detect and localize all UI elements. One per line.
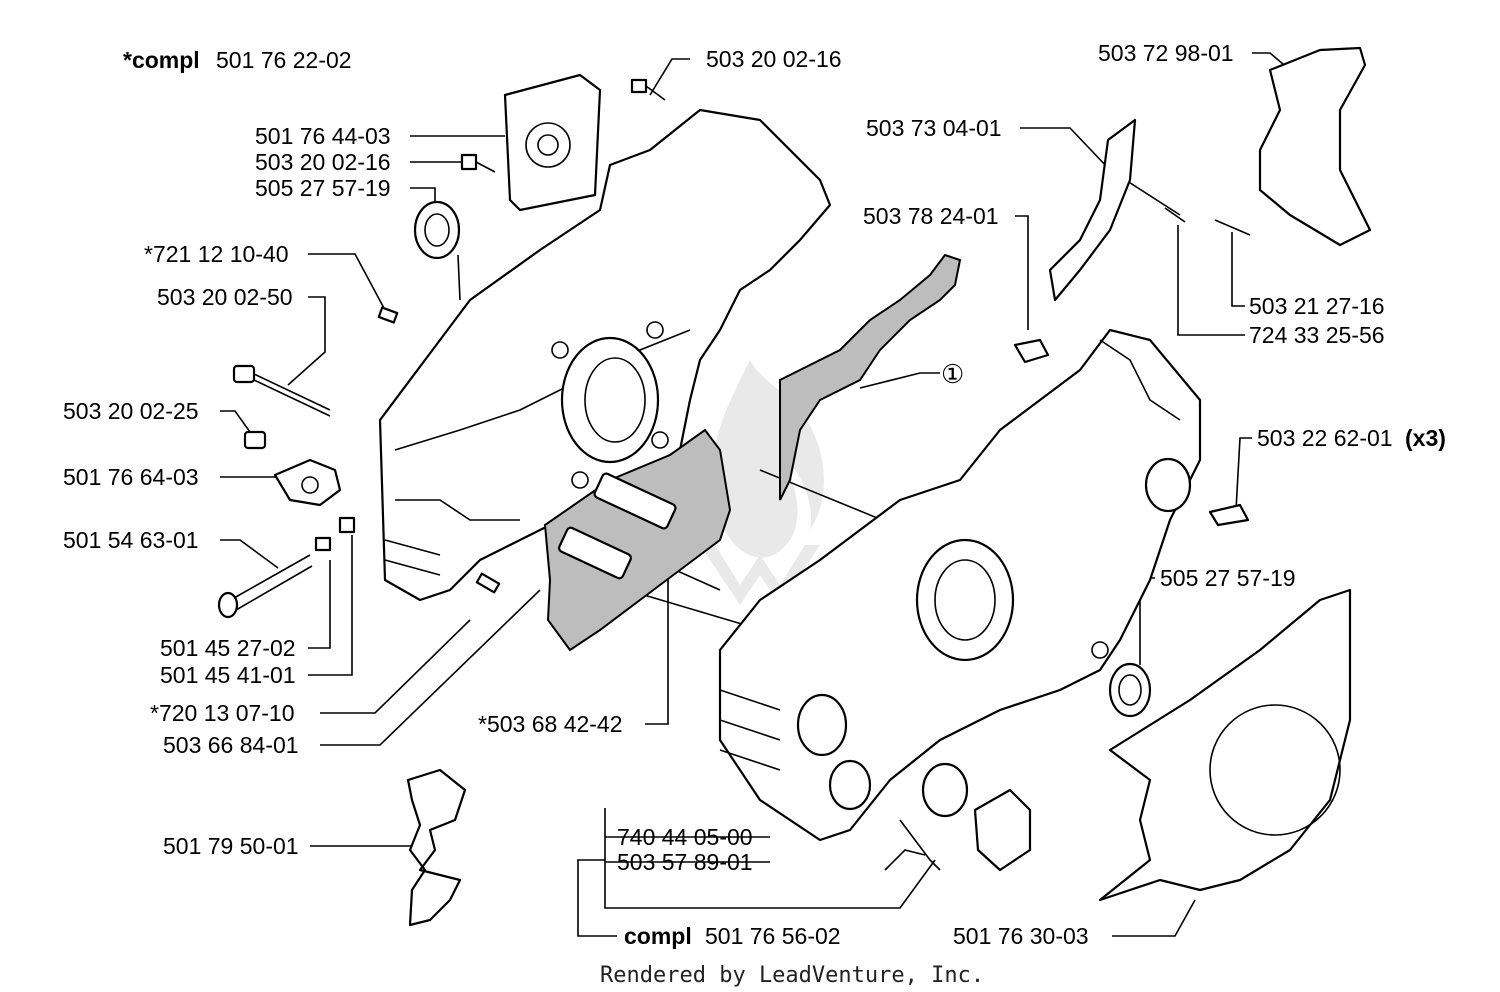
nut-501-45-41: [338, 516, 356, 534]
label-721-12-10-40: *721 12 10-40: [144, 241, 289, 267]
label-501-76-22-02: 501 76 22-02: [216, 47, 352, 73]
label-503-66-84-01: 503 66 84-01: [163, 732, 299, 758]
pin-721: [377, 306, 399, 324]
label-501-45-41-01: 501 45 41-01: [160, 662, 296, 688]
cover-top-right: [1258, 46, 1372, 247]
label-503-20-02-25: 503 20 02-25: [63, 398, 199, 424]
rubber-mount: [1013, 338, 1050, 364]
label-503-57-89-01: 503 57 89-01: [617, 849, 753, 875]
part-labels: *compl 501 76 22-02 503 20 02-16 501 76 …: [63, 40, 1446, 949]
label-503-73-04-01: 503 73 04-01: [866, 115, 1002, 141]
label-501-79-50-01: 501 79 50-01: [163, 833, 299, 859]
screw-top: [630, 78, 666, 101]
nut-501-45-27: [314, 536, 332, 552]
oil-cap: [884, 762, 1032, 872]
gasket-top: [779, 253, 962, 501]
gasket-main: [543, 428, 732, 652]
chain-tensioner: [273, 458, 342, 507]
long-bolt: [232, 364, 331, 417]
pin-720: [475, 572, 501, 594]
callout-1: ①: [941, 359, 964, 389]
label-501-76-44-03: 501 76 44-03: [255, 123, 391, 149]
plate-curved: [1048, 118, 1137, 302]
label-501-54-63-01: 501 54 63-01: [63, 527, 199, 553]
label-501-76-30-03: 501 76 30-03: [953, 923, 1089, 949]
label-740-44-05-00: 740 44 05-00: [617, 824, 753, 850]
starter-cover: [1098, 588, 1352, 902]
clip: [1208, 503, 1250, 527]
tensioner-screw: [217, 554, 313, 619]
footer-credit: Rendered by LeadVenture, Inc.: [600, 963, 984, 988]
screw-mid: [460, 153, 496, 173]
compl-main-prefix: *compl: [123, 47, 200, 73]
label-503-20-02-16-mid: 503 20 02-16: [255, 149, 391, 175]
bolts-pair: [558, 472, 677, 580]
pump-cover: [503, 73, 602, 212]
label-501-76-56-02: 501 76 56-02: [705, 923, 841, 949]
label-505-27-57-19-right: 505 27 57-19: [1160, 565, 1296, 591]
label-503-68-42-42: *503 68 42-42: [478, 711, 623, 737]
chain-catcher: [406, 768, 467, 927]
compl-cap-prefix: compl: [624, 923, 692, 949]
label-720-13-07-10: *720 13 07-10: [150, 700, 295, 726]
label-503-22-62-01: 503 22 62-01: [1257, 425, 1393, 451]
label-503-20-02-16-top: 503 20 02-16: [706, 46, 842, 72]
seal-right: [1108, 662, 1152, 718]
label-qty-x3: (x3): [1405, 425, 1446, 451]
label-724-33-25-56: 724 33 25-56: [1249, 322, 1385, 348]
seal-left: [413, 200, 461, 260]
label-501-76-64-03: 501 76 64-03: [63, 464, 199, 490]
label-503-21-27-16: 503 21 27-16: [1249, 293, 1385, 319]
label-503-72-98-01: 503 72 98-01: [1098, 40, 1234, 66]
parts-drawing: [217, 46, 1372, 927]
label-501-45-27-02: 501 45 27-02: [160, 635, 296, 661]
bolt-02-25: [243, 430, 267, 450]
label-505-27-57-19-left: 505 27 57-19: [255, 175, 391, 201]
label-503-78-24-01: 503 78 24-01: [863, 203, 999, 229]
label-503-20-02-50: 503 20 02-50: [157, 284, 293, 310]
